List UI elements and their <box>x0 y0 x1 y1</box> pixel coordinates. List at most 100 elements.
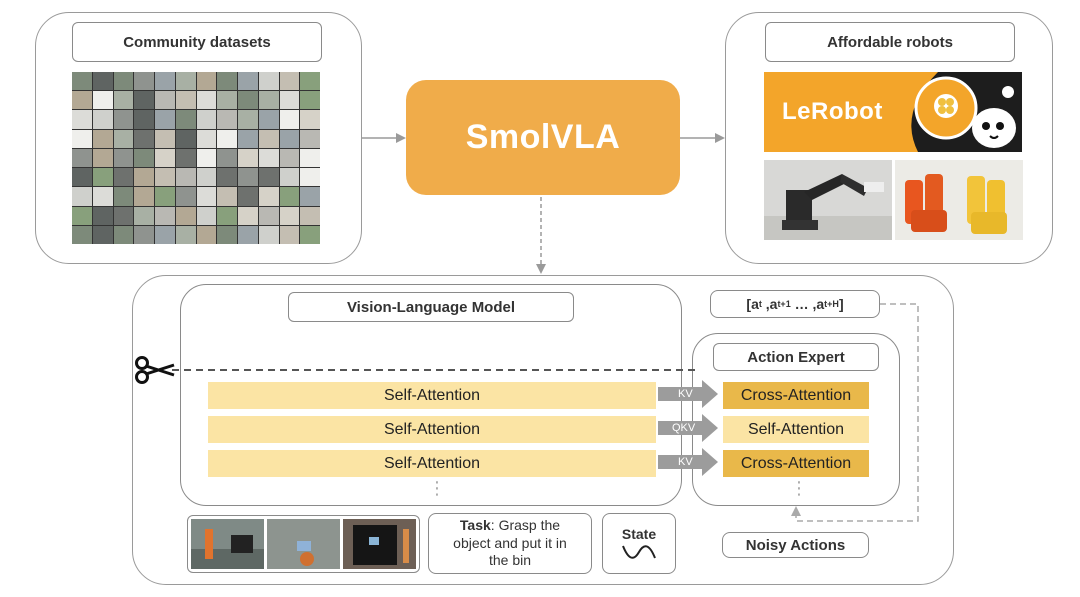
dataset-thumbnail <box>196 187 217 206</box>
dataset-thumbnail <box>72 168 92 187</box>
camera-images <box>187 515 420 573</box>
dataset-thumbnail <box>134 91 154 110</box>
dataset-thumbnail <box>155 129 175 148</box>
arrow-label-kv: KV <box>678 388 693 400</box>
dataset-thumbnail <box>238 91 258 110</box>
dataset-thumbnail <box>113 129 134 148</box>
dataset-thumbnail <box>92 72 113 91</box>
task-instruction: Task: Grasp the object and put it in the… <box>428 513 592 574</box>
dataset-thumbnail <box>217 110 237 129</box>
dataset-thumbnail <box>175 187 196 206</box>
dataset-thumbnail <box>300 225 320 244</box>
dataset-thumbnail <box>238 225 258 244</box>
vlm-layer: Self-Attention <box>208 382 656 409</box>
lerobot-logo-text: LeRobot <box>782 98 883 125</box>
dataset-thumbnail <box>175 148 196 168</box>
dataset-thumbnail <box>279 148 300 168</box>
dataset-thumbnail <box>300 206 320 225</box>
vlm-dots: ⋮ <box>428 478 446 498</box>
action-expert-dots: ⋮ <box>790 478 808 498</box>
dataset-thumbnail <box>92 91 113 110</box>
scissors-icon <box>135 356 175 384</box>
dataset-thumbnail <box>238 129 258 148</box>
smolvla-block: SmolVLA <box>406 80 680 195</box>
dataset-thumbnail <box>300 91 320 110</box>
dataset-thumbnail <box>217 168 237 187</box>
dataset-thumbnail <box>72 187 92 206</box>
dataset-thumbnail <box>92 206 113 225</box>
dataset-thumbnail <box>217 148 237 168</box>
dataset-thumbnail <box>258 72 279 91</box>
dataset-thumbnail <box>258 187 279 206</box>
dataset-thumbnail <box>279 72 300 91</box>
dataset-thumbnail <box>175 72 196 91</box>
dataset-thumbnail <box>155 168 175 187</box>
task-text: : Grasp the object and put it in the bin <box>453 517 567 569</box>
dataset-thumbnail <box>300 148 320 168</box>
dataset-thumbnail <box>155 148 175 168</box>
dataset-thumbnail <box>113 206 134 225</box>
dataset-thumbnail <box>155 225 175 244</box>
dataset-thumbnail <box>196 129 217 148</box>
dataset-thumbnail <box>113 91 134 110</box>
dataset-thumbnail <box>279 168 300 187</box>
dataset-thumbnail <box>92 168 113 187</box>
dataset-thumbnail <box>175 129 196 148</box>
dataset-thumbnail <box>279 110 300 129</box>
dataset-thumbnail <box>279 206 300 225</box>
dataset-thumbnail <box>155 110 175 129</box>
dataset-thumbnail <box>113 168 134 187</box>
dataset-thumbnail <box>134 168 154 187</box>
dataset-thumbnail <box>217 206 237 225</box>
dataset-thumbnail <box>279 225 300 244</box>
dataset-thumbnail <box>92 129 113 148</box>
state-wave-icon <box>622 544 656 559</box>
dataset-thumbnail <box>258 148 279 168</box>
action-expert-layer: Cross-Attention <box>723 382 869 409</box>
dataset-thumbnail <box>175 110 196 129</box>
dataset-thumbnail <box>113 148 134 168</box>
dataset-thumbnail <box>258 225 279 244</box>
vlm-layer: Self-Attention <box>208 450 656 477</box>
dataset-thumbnail <box>113 225 134 244</box>
dataset-thumbnail <box>238 168 258 187</box>
dataset-thumbnail <box>258 206 279 225</box>
arrow-label-qkv: QKV <box>672 422 696 434</box>
dataset-thumbnail <box>72 72 92 91</box>
dataset-thumbnail <box>238 110 258 129</box>
dataset-thumbnail <box>155 91 175 110</box>
dataset-thumbnail <box>134 110 154 129</box>
dataset-thumbnail <box>279 129 300 148</box>
dataset-thumbnail <box>92 187 113 206</box>
dataset-thumbnail <box>92 148 113 168</box>
dataset-thumbnail <box>196 206 217 225</box>
dataset-thumbnail <box>72 110 92 129</box>
dataset-thumbnail <box>196 168 217 187</box>
arrow-label-kv: KV <box>678 456 693 468</box>
dataset-thumbnail <box>217 225 237 244</box>
dataset-thumbnail <box>134 148 154 168</box>
noisy-actions-label: Noisy Actions <box>722 532 869 558</box>
dataset-thumbnail <box>134 225 154 244</box>
dataset-thumbnail <box>92 225 113 244</box>
dataset-thumbnail <box>113 187 134 206</box>
dataset-thumbnail <box>113 110 134 129</box>
community-datasets-label: Community datasets <box>72 22 322 62</box>
dataset-thumbnail <box>217 91 237 110</box>
dataset-thumbnail <box>300 168 320 187</box>
dataset-thumbnail <box>72 206 92 225</box>
lerobot-mascot-icon <box>911 72 1022 152</box>
dataset-thumbnail <box>175 225 196 244</box>
dataset-thumbnail <box>196 225 217 244</box>
state-input: State <box>602 513 676 574</box>
dataset-thumbnail <box>155 187 175 206</box>
dataset-thumbnail <box>258 129 279 148</box>
dataset-thumbnail <box>113 72 134 91</box>
dataset-thumbnail <box>175 206 196 225</box>
dataset-thumbnail <box>300 129 320 148</box>
dataset-thumbnail <box>72 129 92 148</box>
dataset-thumbnail <box>258 91 279 110</box>
dataset-thumbnail <box>175 91 196 110</box>
action-expert-label: Action Expert <box>713 343 879 371</box>
